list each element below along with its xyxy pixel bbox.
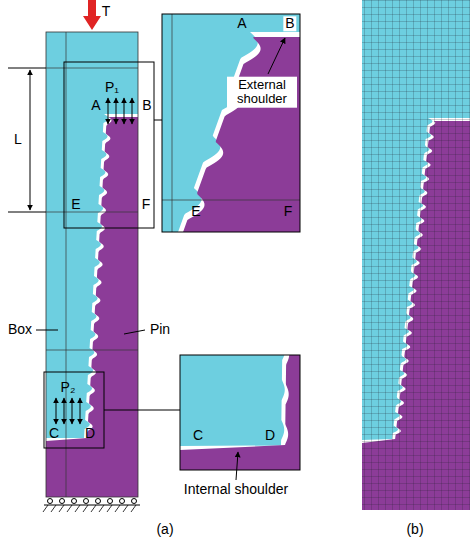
thread-gap	[46, 114, 138, 497]
panel-label: (b)	[406, 522, 423, 537]
pressure-label: P₁	[105, 80, 119, 95]
load-label: T	[102, 4, 111, 19]
ground-hatch	[67, 505, 72, 512]
box-body	[362, 0, 470, 510]
point-label: A	[237, 16, 246, 31]
ground-hatch	[91, 505, 96, 512]
point-label: C	[193, 428, 203, 443]
point-label: F	[142, 197, 151, 212]
partition-lines	[46, 14, 300, 497]
ground-hatch	[131, 505, 136, 512]
external-shoulder-detail	[162, 14, 300, 232]
ground-hatch	[43, 505, 48, 512]
mesh-grid	[362, 0, 470, 510]
pressure-arrows-p2	[56, 398, 80, 424]
point-label: B	[142, 98, 151, 113]
fixed-supports	[43, 499, 140, 513]
ground-hatch	[99, 505, 104, 512]
ground-hatch	[83, 505, 88, 512]
ground-hatch	[107, 505, 112, 512]
support-roller	[120, 499, 125, 504]
point-label: E	[71, 197, 80, 212]
load-arrow	[83, 0, 101, 30]
point-label: C	[49, 426, 59, 441]
ground-hatch	[59, 505, 64, 512]
ground-hatch	[115, 505, 120, 512]
panel-label: (a)	[156, 522, 173, 537]
support-roller	[132, 499, 137, 504]
internal-shoulder-detail	[180, 355, 300, 470]
callout-label: Internal shoulder	[184, 482, 288, 497]
mesh-model	[362, 0, 470, 510]
pin-body	[180, 355, 300, 470]
support-roller	[60, 499, 65, 504]
ground-hatch	[51, 505, 56, 512]
zoom-frames	[44, 14, 300, 470]
support-roller	[108, 499, 113, 504]
support-roller	[48, 499, 53, 504]
part-label: Pin	[150, 322, 170, 337]
support-roller	[96, 499, 101, 504]
point-label: B	[283, 16, 296, 31]
box-body	[46, 32, 138, 497]
dimension-label: L	[14, 132, 22, 147]
section-outline	[46, 32, 138, 497]
point-label: E	[191, 204, 200, 219]
ground-hatch	[75, 505, 80, 512]
pin-body	[46, 117, 138, 497]
point-label: D	[265, 428, 275, 443]
pressure-arrows-p1	[108, 98, 132, 124]
support-roller	[84, 499, 89, 504]
ground-hatch	[123, 505, 128, 512]
dimension-L	[8, 68, 46, 212]
box-pin-section	[46, 32, 138, 497]
pin-body	[162, 37, 300, 232]
callout-label: External shoulder	[227, 77, 297, 108]
support-roller	[72, 499, 77, 504]
point-label: A	[91, 98, 100, 113]
point-label: D	[85, 426, 95, 441]
thread-gap	[180, 355, 300, 470]
pressure-label: P₂	[61, 380, 76, 395]
part-label: Box	[8, 322, 32, 337]
ground-line	[44, 505, 140, 506]
point-label: F	[284, 204, 293, 219]
